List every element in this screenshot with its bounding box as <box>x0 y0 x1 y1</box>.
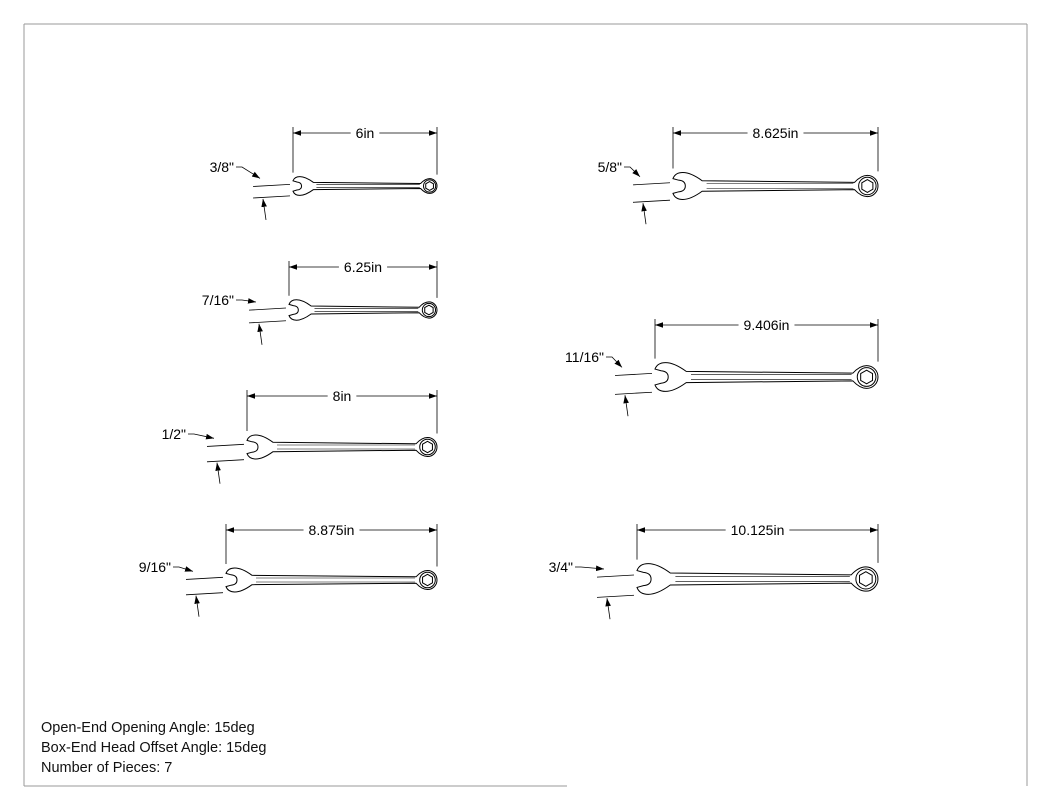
length-label: 6.25in <box>344 259 382 275</box>
wrench-4: 8.875in 9/16" <box>139 522 438 617</box>
box-ring <box>858 176 877 196</box>
wrench-body <box>672 172 879 200</box>
size-dimension: 5/8" <box>598 159 671 225</box>
extension-line <box>596 594 635 598</box>
shaft-groove <box>314 308 419 312</box>
leader-line <box>623 395 629 417</box>
length-label: 6in <box>356 125 375 141</box>
size-label: 3/4" <box>549 559 573 575</box>
extension-line <box>248 307 287 311</box>
hex-opening <box>425 180 434 192</box>
leader-line <box>575 565 605 572</box>
length-dimension: 8.875in <box>225 522 438 567</box>
extension-line <box>614 391 653 395</box>
extension-line <box>596 574 635 578</box>
leader-line <box>236 298 257 304</box>
leader-line <box>236 166 261 179</box>
size-label: 3/8" <box>210 159 234 175</box>
size-label: 9/16" <box>139 559 171 575</box>
shaft-groove <box>691 374 852 380</box>
leader-line <box>188 433 215 440</box>
hex-opening <box>859 571 873 587</box>
extension-line <box>632 199 671 203</box>
size-dimension: 7/16" <box>202 292 287 345</box>
size-dimension: 3/8" <box>210 159 291 220</box>
hex-opening <box>861 179 874 193</box>
sheet-border <box>23 23 1028 787</box>
extension-line <box>185 576 224 580</box>
size-dimension: 9/16" <box>139 559 224 617</box>
hex-opening <box>424 304 434 316</box>
leader-line <box>257 323 263 345</box>
box-ring <box>421 302 437 318</box>
leader-line <box>215 462 221 484</box>
wrench-2: 6.25in 7/16" <box>202 259 438 345</box>
extension-line <box>185 592 224 596</box>
leader-line <box>194 595 200 617</box>
length-dimension: 9.406in <box>654 317 879 362</box>
leader-line <box>624 166 641 178</box>
wrench-3: 8in 1/2" <box>162 388 438 484</box>
shaft-groove <box>675 576 850 582</box>
length-label: 9.406in <box>744 317 790 333</box>
leader-line <box>173 566 194 572</box>
note-pieces: Number of Pieces: 7 <box>41 760 173 776</box>
box-ring <box>423 179 437 193</box>
extension-line <box>248 320 287 324</box>
length-dimension: 8in <box>246 388 438 434</box>
length-label: 8.875in <box>309 522 355 538</box>
length-label: 8in <box>333 388 352 404</box>
wrench-6: 9.406in 11/16" <box>565 317 879 417</box>
length-label: 8.625in <box>753 125 799 141</box>
hex-opening <box>422 573 433 587</box>
shaft-groove <box>706 183 854 189</box>
length-dimension: 6in <box>292 125 438 175</box>
wrench-body <box>288 299 438 321</box>
leader-line <box>606 356 623 368</box>
size-dimension: 11/16" <box>565 349 653 417</box>
note-opening-angle: Open-End Opening Angle: 15deg <box>41 720 255 736</box>
size-label: 11/16" <box>565 349 604 365</box>
wrench-body <box>654 362 879 392</box>
length-dimension: 8.625in <box>672 125 879 172</box>
size-dimension: 3/4" <box>549 559 635 620</box>
box-ring <box>419 571 436 589</box>
length-label: 10.125in <box>731 522 785 538</box>
leader-line <box>605 598 611 620</box>
extension-line <box>252 195 291 199</box>
wrench-5: 8.625in 5/8" <box>598 125 879 225</box>
size-dimension: 1/2" <box>162 426 245 484</box>
leader-line <box>261 198 267 220</box>
size-label: 5/8" <box>598 159 622 175</box>
wrench-7: 10.125in 3/4" <box>549 522 879 620</box>
wrench-body <box>292 176 438 196</box>
extension-line <box>206 459 245 463</box>
wrench-layer: 6in 3/8" 6.25in 7/16" 8in 1/2" 8.875in 9/16" 8.6… <box>139 125 879 620</box>
hex-opening <box>422 440 433 454</box>
note-offset-angle: Box-End Head Offset Angle: 15deg <box>41 740 267 756</box>
shaft-groove <box>256 577 415 583</box>
wrench-body <box>246 434 438 460</box>
wrench-body <box>636 563 879 595</box>
hex-opening <box>860 369 874 385</box>
wrench-body <box>225 567 438 593</box>
extension-line <box>614 372 653 376</box>
shaft-groove <box>316 184 420 188</box>
notes-block: Open-End Opening Angle: 15deg Box-End He… <box>41 718 266 778</box>
extension-line <box>206 443 245 447</box>
leader-line <box>641 203 647 225</box>
length-dimension: 6.25in <box>288 259 438 298</box>
length-dimension: 10.125in <box>636 522 879 563</box>
size-label: 7/16" <box>202 292 234 308</box>
extension-line <box>632 182 671 186</box>
box-ring <box>419 438 436 456</box>
box-ring <box>855 568 877 590</box>
box-ring <box>856 367 877 387</box>
shaft-groove <box>277 444 415 450</box>
extension-line <box>252 183 291 187</box>
size-label: 1/2" <box>162 426 186 442</box>
wrench-1: 6in 3/8" <box>210 125 438 220</box>
